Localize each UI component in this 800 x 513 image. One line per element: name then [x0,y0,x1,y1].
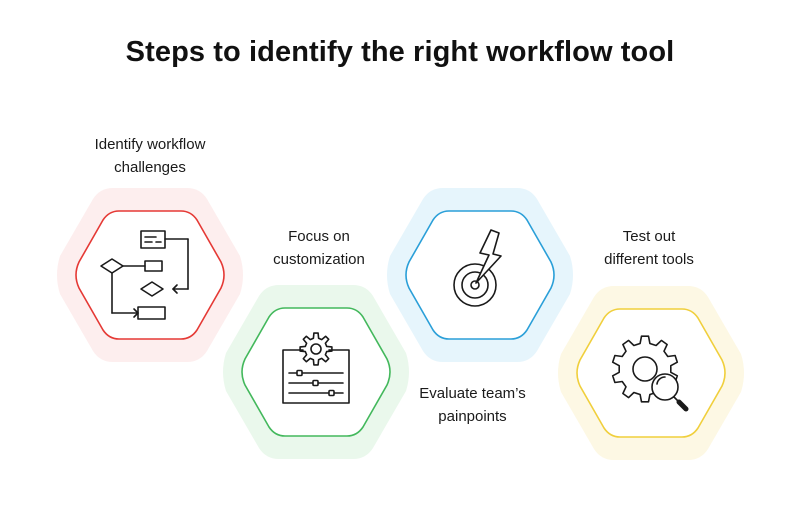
big-gear-shape [611,335,679,403]
step-2-hexagon [223,285,409,459]
step-4-border [576,308,726,438]
step-1-hexagon [57,188,243,362]
step-2-border [241,307,391,437]
gear-shape [299,332,333,366]
step-1-border [75,210,225,340]
gear-sliders-icon [282,332,350,404]
flowchart-icon [100,230,189,320]
step-3-label: Evaluate team’s painpoints [419,385,526,425]
step-2-label: Focus on customization [273,228,365,268]
step-4-hexagon [558,286,744,460]
step-3-hexagon [387,188,573,362]
step-1-label: Identify workflow challenges [94,136,206,176]
lightning-target-icon [453,229,502,307]
step-4-label: Test out different tools [604,228,694,268]
gear-magnifier-icon [611,335,689,412]
diagram-title: Steps to identify the right workflow too… [125,36,675,68]
